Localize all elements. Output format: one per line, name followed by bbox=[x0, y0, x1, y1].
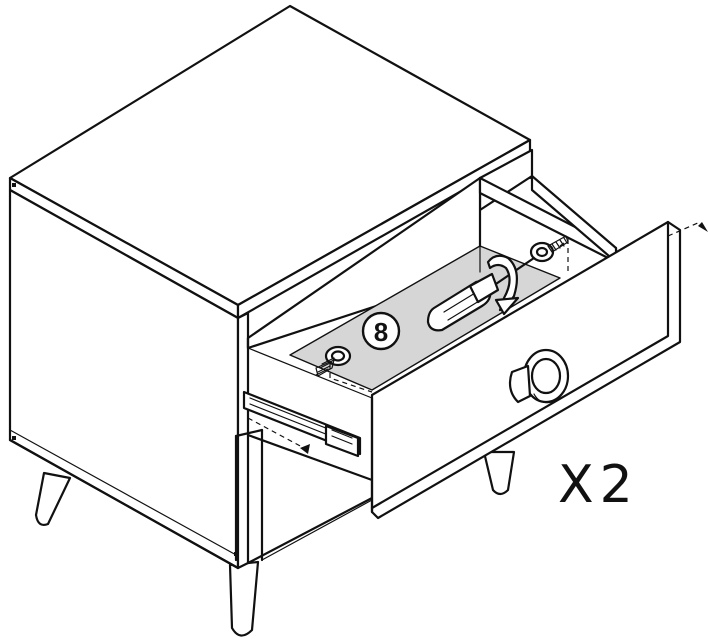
leg-back-right bbox=[482, 450, 516, 496]
quantity-label: X2 bbox=[558, 455, 639, 515]
drawer-slide bbox=[242, 390, 362, 458]
leg-back-left bbox=[34, 471, 72, 527]
fasteners bbox=[247, 221, 701, 449]
step-number-badge: 8 bbox=[361, 311, 401, 351]
cabinet-front-post bbox=[236, 311, 250, 570]
cabinet-body bbox=[8, 4, 532, 570]
rotation-arrow-icon bbox=[486, 254, 520, 316]
drawer-handle bbox=[508, 348, 570, 404]
pull-direction-arrow-icon bbox=[300, 222, 708, 454]
screw-icon bbox=[529, 235, 569, 263]
screw-icon bbox=[315, 345, 352, 377]
step-number-text: 8 bbox=[374, 317, 388, 347]
leg-front bbox=[228, 560, 260, 637]
lower-compartment bbox=[234, 428, 374, 565]
nightstand-legs bbox=[34, 450, 516, 637]
